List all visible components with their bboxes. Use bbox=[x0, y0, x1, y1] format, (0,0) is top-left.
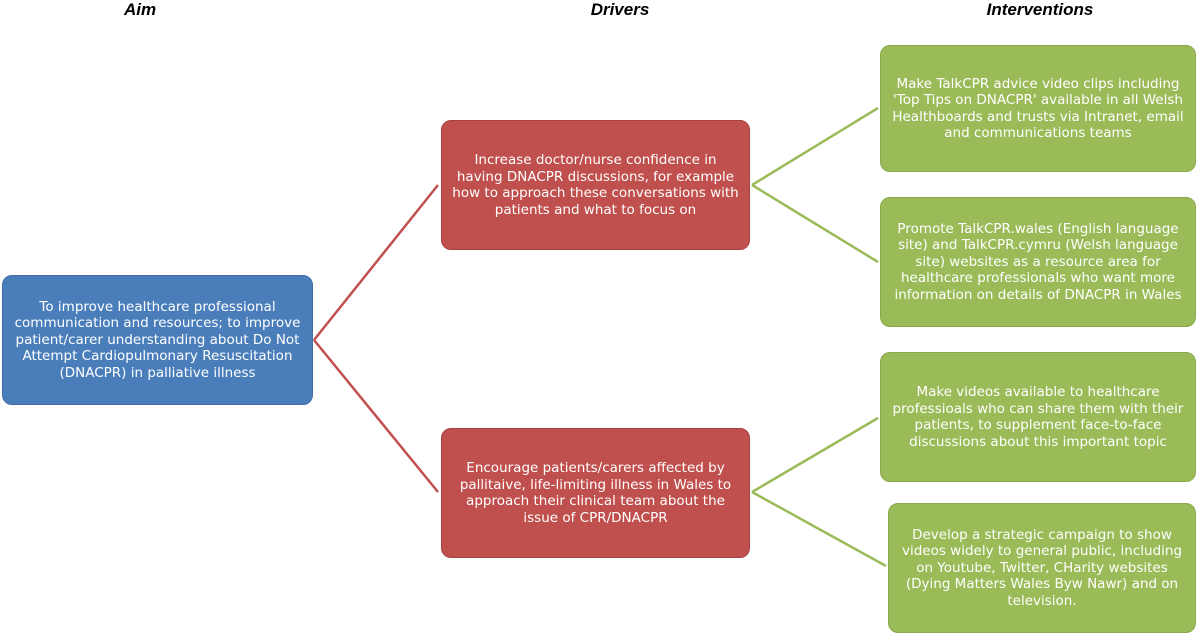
aim-to-driver-1-connector bbox=[313, 184, 439, 341]
intervention-box-2: Promote TalkCPR.wales (English language … bbox=[880, 197, 1196, 327]
intervention-box-3: Make videos available to healthcare prof… bbox=[880, 352, 1196, 482]
aim-to-driver-2-connector bbox=[313, 339, 439, 493]
driver-box-1: Increase doctor/nurse confidence in havi… bbox=[441, 120, 750, 250]
aim-box: To improve healthcare professional commu… bbox=[2, 275, 313, 405]
driver-2-to-intervention-3-connector bbox=[751, 416, 879, 494]
driver-text-1: Increase doctor/nurse confidence in havi… bbox=[452, 152, 739, 218]
intervention-box-4: Develop a strategic campaign to show vid… bbox=[888, 503, 1196, 633]
driver-2-to-intervention-4-connector bbox=[751, 490, 887, 568]
interventions-column-header: Interventions bbox=[986, 0, 1094, 19]
driver-text-2: Encourage patients/carers affected by pa… bbox=[459, 460, 732, 526]
intervention-text-3: Make videos available to healthcare prof… bbox=[892, 384, 1184, 450]
driver-box-2: Encourage patients/carers affected by pa… bbox=[441, 428, 750, 558]
aim-text: To improve healthcare professional commu… bbox=[14, 298, 301, 381]
intervention-text-1: Make TalkCPR advice video clips includin… bbox=[892, 75, 1184, 142]
driver-1-to-intervention-1-connector bbox=[751, 106, 879, 187]
aim-column-header: Aim bbox=[123, 0, 157, 19]
intervention-box-1: Make TalkCPR advice video clips includin… bbox=[880, 45, 1196, 172]
driver-1-to-intervention-2-connector bbox=[751, 183, 879, 264]
intervention-text-2: Promote TalkCPR.wales (English language … bbox=[894, 220, 1182, 303]
drivers-column-header: Drivers bbox=[590, 0, 650, 19]
intervention-text-4: Develop a strategic campaign to show vid… bbox=[901, 526, 1183, 609]
